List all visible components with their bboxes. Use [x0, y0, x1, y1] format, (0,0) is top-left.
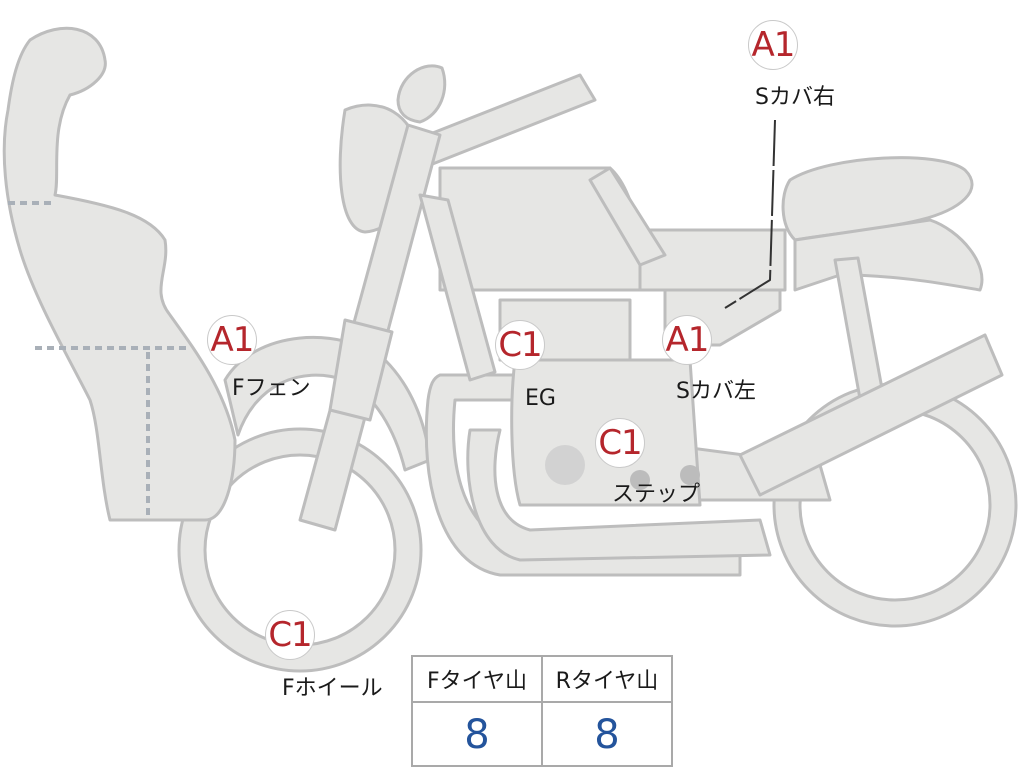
label-step: ステップ	[612, 482, 701, 507]
grade-badge-f-fender: A1	[207, 315, 257, 365]
grade-badge-f-wheel: C1	[265, 610, 315, 660]
label-f-fender: Fフェン	[232, 376, 311, 401]
grade-text: A1	[210, 320, 255, 360]
fairing	[2, 26, 237, 522]
rear-tire-tread-value: 8	[541, 703, 671, 767]
tire-tread-header-row: Fタイヤ山 Rタイヤ山	[413, 657, 671, 703]
grade-text: C1	[498, 325, 542, 365]
seat-base	[638, 228, 787, 292]
grade-text: A1	[665, 320, 710, 360]
mirror	[396, 64, 447, 124]
front-tire-tread-header: Fタイヤ山	[427, 669, 527, 694]
label-s-cover-left: Sカバ左	[676, 379, 756, 404]
seat	[781, 156, 974, 242]
label-f-wheel: Fホイール	[282, 676, 383, 701]
grade-badge-s-cover-left: A1	[662, 315, 712, 365]
label-engine: EG	[525, 386, 556, 411]
grade-text: C1	[268, 615, 312, 655]
tire-tread-table: Fタイヤ山 Rタイヤ山 8 8	[411, 655, 673, 767]
grade-text: C1	[598, 423, 642, 463]
front-tire-tread-value: 8	[464, 712, 490, 758]
tire-tread-value-row: 8 8	[413, 703, 671, 767]
leader-line-s-cover-right	[724, 119, 776, 309]
footpeg-rear	[680, 465, 700, 485]
label-s-cover-right: Sカバ右	[755, 85, 835, 110]
front-wheel	[179, 429, 421, 671]
grade-text: A1	[751, 25, 796, 65]
grade-badge-step: C1	[595, 418, 645, 468]
footpeg-front	[630, 470, 650, 490]
rear-tire-tread-header: Rタイヤ山	[541, 657, 671, 701]
grade-badge-engine: C1	[495, 320, 545, 370]
grade-badge-s-cover-right: A1	[748, 20, 798, 70]
